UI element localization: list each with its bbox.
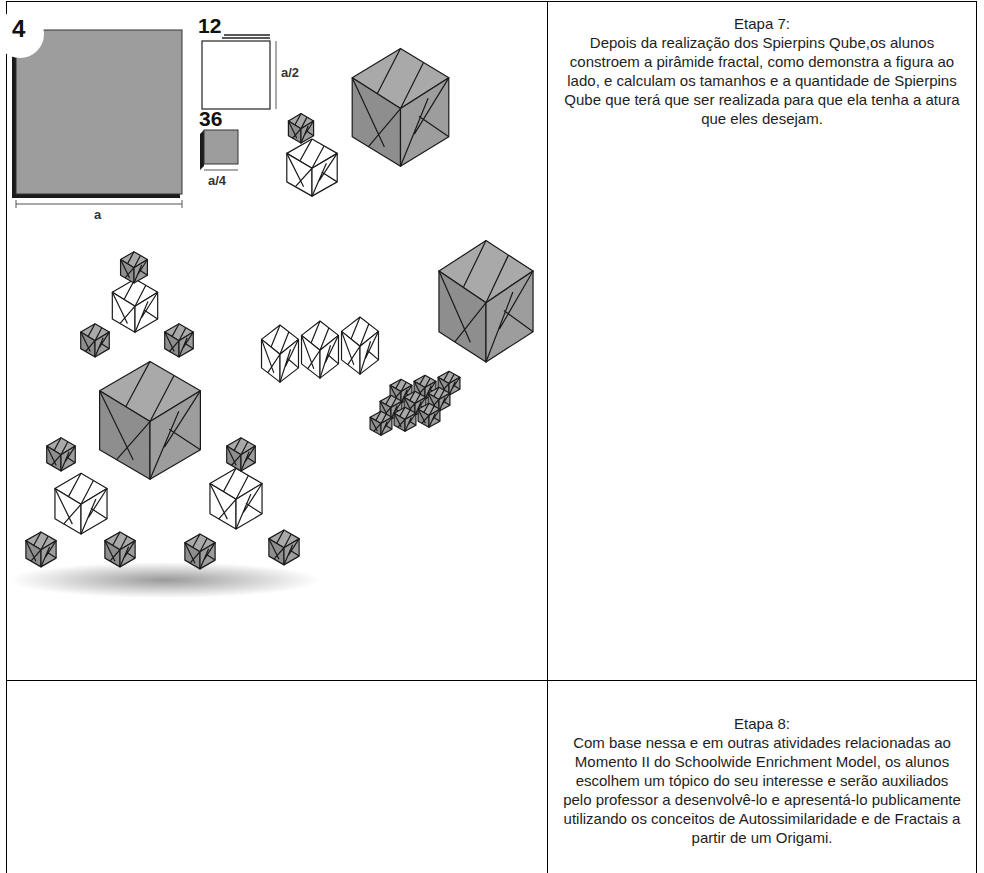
dimension-label: a/2 xyxy=(281,66,299,80)
table-cell: Etapa 8:Com base nessa e em outras ativi… xyxy=(556,712,968,851)
cube-group xyxy=(287,48,449,196)
dimension-label: a/4 xyxy=(208,174,226,188)
cube-group xyxy=(262,241,534,436)
step-heading: Etapa 7: xyxy=(562,14,962,33)
table-grid xyxy=(6,1,977,873)
count-label: 12 xyxy=(198,14,221,37)
table-cell: Etapa 7:Depois da realização dos Spierpi… xyxy=(556,12,968,132)
count-label: 36 xyxy=(199,107,222,130)
fractal-pyramid xyxy=(10,252,320,598)
paper-squares xyxy=(0,10,276,208)
step-text: Com base nessa e em outras atividades re… xyxy=(562,733,962,847)
step-heading: Etapa 8: xyxy=(562,714,962,733)
count-label: 4 xyxy=(12,16,25,42)
dimension-label: a xyxy=(94,208,101,222)
step-text: Depois da realização dos Spierpins Qube,… xyxy=(562,33,962,128)
